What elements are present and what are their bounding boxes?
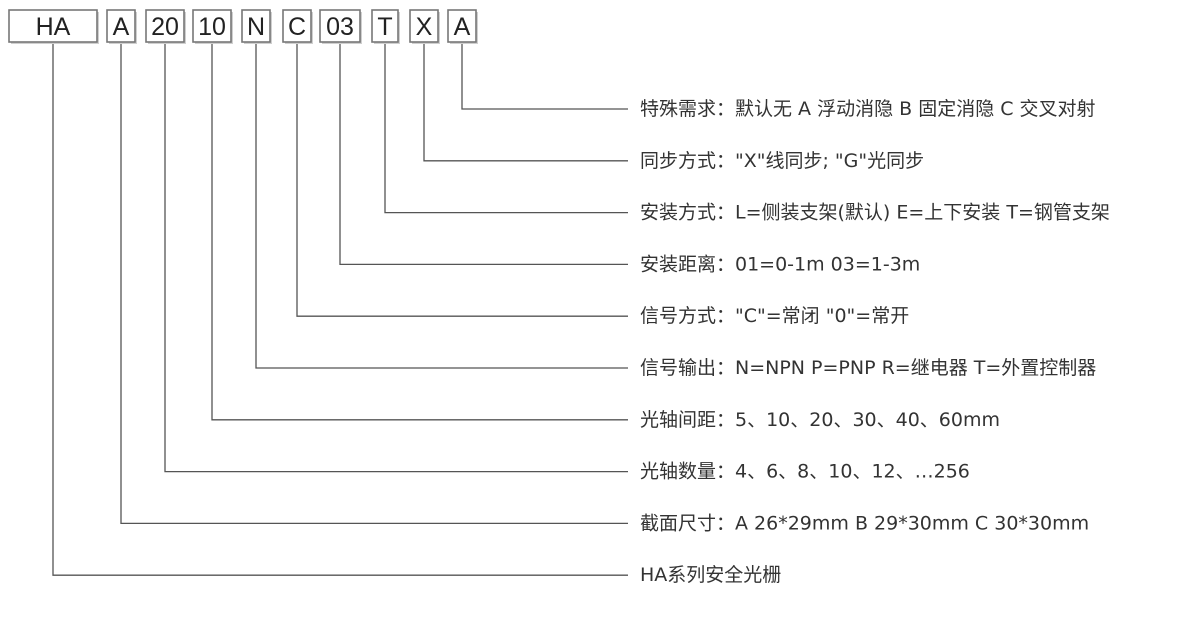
code-box-section: A	[106, 9, 137, 44]
description-special: 特殊需求：默认无 A 浮动消隐 B 固定消隐 C 交叉对射	[640, 98, 1096, 120]
code-text-special: A	[454, 13, 471, 41]
leader-line-section	[120, 44, 628, 525]
code-box-axis-count: 20	[145, 9, 186, 44]
description-labels: 特殊需求：默认无 A 浮动消隐 B 固定消隐 C 交叉对射同步方式："X"线同步…	[640, 98, 1110, 586]
code-box-mounting: T	[371, 9, 400, 44]
code-box-sync: X	[409, 9, 440, 44]
code-box-distance: 03	[319, 9, 362, 44]
code-text-signal-output: N	[247, 13, 265, 41]
code-text-series: HA	[36, 13, 71, 41]
code-text-axis-count: 20	[151, 13, 179, 41]
description-signal-output: 信号输出：N=NPN P=PNP R=继电器 T=外置控制器	[640, 357, 1096, 379]
description-series: HA系列安全光栅	[640, 564, 781, 586]
description-axis-spacing: 光轴间距：5、10、20、30、40、60mm	[640, 409, 1000, 431]
leader-line-signal-output	[255, 44, 628, 369]
code-text-axis-spacing: 10	[198, 13, 226, 41]
leader-line-sync	[423, 44, 628, 162]
code-text-distance: 03	[326, 13, 354, 41]
code-box-special: A	[447, 9, 478, 44]
leader-line-signal-mode	[296, 44, 628, 317]
code-text-sync: X	[416, 13, 433, 41]
description-section: 截面尺寸：A 26*29mm B 29*30mm C 30*30mm	[640, 512, 1089, 534]
code-box-signal-mode: C	[282, 9, 313, 44]
leader-lines	[52, 44, 628, 576]
leader-line-mounting	[384, 44, 628, 214]
code-text-mounting: T	[377, 13, 392, 41]
code-box-signal-output: N	[241, 9, 272, 44]
code-text-section: A	[113, 13, 130, 41]
code-box-axis-spacing: 10	[192, 9, 233, 44]
leader-line-special	[461, 44, 628, 110]
leader-line-axis-spacing	[211, 44, 628, 421]
description-mounting: 安装方式：L=侧装支架(默认) E=上下安装 T=钢管支架	[640, 202, 1110, 224]
code-box-series: HA	[8, 9, 99, 44]
description-distance: 安装距离：01=0-1m 03=1-3m	[640, 253, 920, 275]
leader-line-axis-count	[164, 44, 628, 473]
description-signal-mode: 信号方式："C"=常闭 "0"=常开	[640, 305, 909, 327]
leader-line-series	[52, 44, 628, 576]
description-axis-count: 光轴数量：4、6、8、10、12、…256	[640, 461, 970, 483]
leader-line-distance	[339, 44, 628, 266]
description-sync: 同步方式："X"线同步; "G"光同步	[640, 150, 924, 172]
code-text-signal-mode: C	[288, 13, 306, 41]
